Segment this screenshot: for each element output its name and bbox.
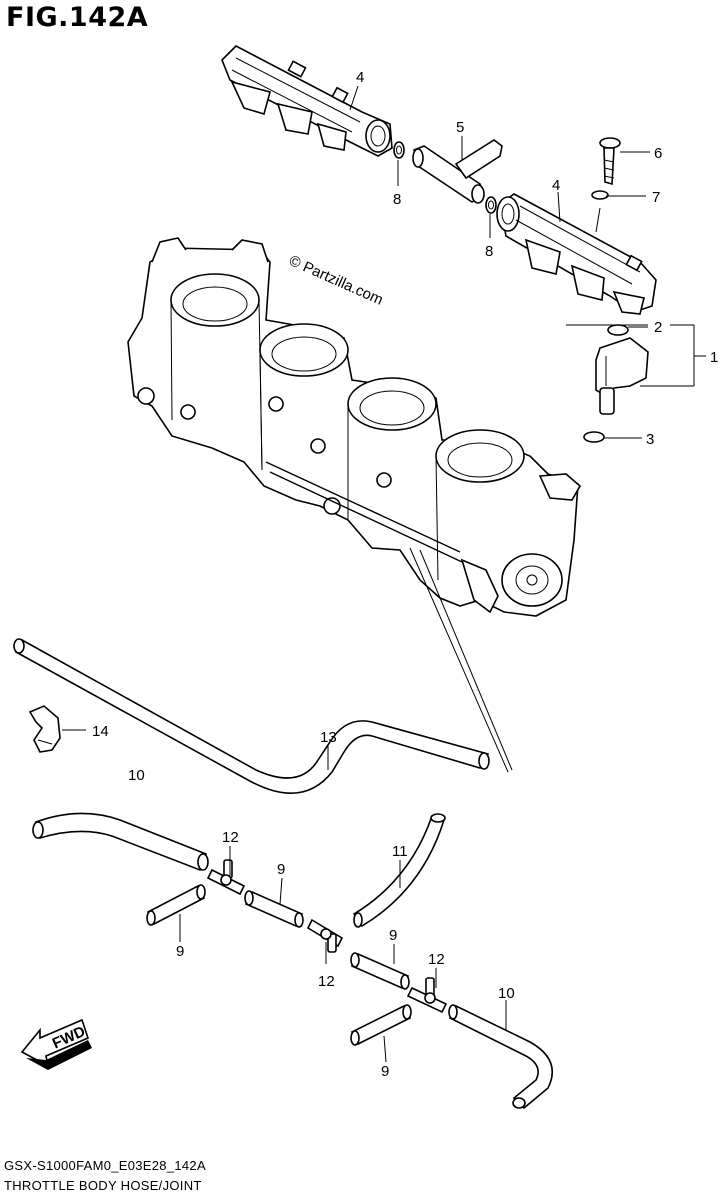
callout-13: 13 — [320, 729, 337, 746]
callout-11: 11 — [392, 843, 408, 860]
diagram-caption: THROTTLE BODY HOSE/JOINT — [4, 1178, 202, 1193]
hose-11[interactable] — [352, 813, 446, 928]
callout-10-lower: 10 — [498, 985, 515, 1002]
callout-8-upper: 8 — [393, 191, 401, 208]
callout-1: 1 — [710, 349, 718, 366]
washer[interactable] — [591, 190, 609, 200]
o-ring-upper[interactable] — [393, 141, 405, 159]
diagram-code: GSX-S1000FAM0_E03E28_142A — [4, 1158, 206, 1173]
callout-4-upper: 4 — [356, 69, 364, 86]
callout-9-c: 9 — [389, 927, 397, 944]
callout-5: 5 — [456, 119, 464, 136]
callout-7: 7 — [652, 189, 660, 206]
callout-9-b: 9 — [277, 861, 285, 878]
callout-8-lower: 8 — [485, 243, 493, 260]
figure-title: FIG.142A — [6, 2, 149, 33]
callout-14: 14 — [92, 723, 109, 740]
hose-clip[interactable] — [28, 705, 61, 753]
callout-9-a: 9 — [176, 943, 184, 960]
o-ring-lower[interactable] — [485, 196, 497, 214]
fuel-joint[interactable] — [412, 139, 503, 204]
hose-9-a[interactable] — [146, 884, 206, 926]
callout-12-lower: 12 — [428, 951, 445, 968]
hose-10-upper[interactable] — [32, 812, 209, 872]
fuel-rail-lower[interactable] — [496, 193, 657, 315]
callout-12-middle: 12 — [318, 973, 335, 990]
callout-9-d: 9 — [381, 1063, 389, 1080]
watermark: © Partzilla.com — [286, 252, 385, 309]
t-joint-lower[interactable] — [406, 977, 448, 1014]
hose-9-b[interactable] — [244, 890, 304, 928]
t-joint-middle[interactable] — [306, 918, 344, 953]
bolt[interactable] — [599, 137, 621, 186]
throttle-body-assembly[interactable] — [127, 237, 582, 617]
callout-10-upper: 10 — [128, 767, 145, 784]
hose-13[interactable] — [13, 638, 490, 795]
hose-9-d[interactable] — [350, 1004, 412, 1046]
injector-seal[interactable] — [583, 431, 605, 443]
hose-10-lower[interactable] — [448, 1004, 553, 1110]
hose-9-c[interactable] — [350, 952, 410, 990]
callout-2: 2 — [654, 319, 662, 336]
callout-4-lower: 4 — [552, 177, 560, 194]
callout-12-upper: 12 — [222, 829, 239, 846]
forward-arrow-icon: FWD — [20, 1018, 92, 1070]
callout-3: 3 — [646, 431, 654, 448]
fuel-injector[interactable] — [595, 324, 649, 415]
fuel-rail-upper[interactable] — [221, 45, 393, 157]
callout-6: 6 — [654, 145, 662, 162]
t-joint-upper[interactable] — [206, 859, 246, 896]
